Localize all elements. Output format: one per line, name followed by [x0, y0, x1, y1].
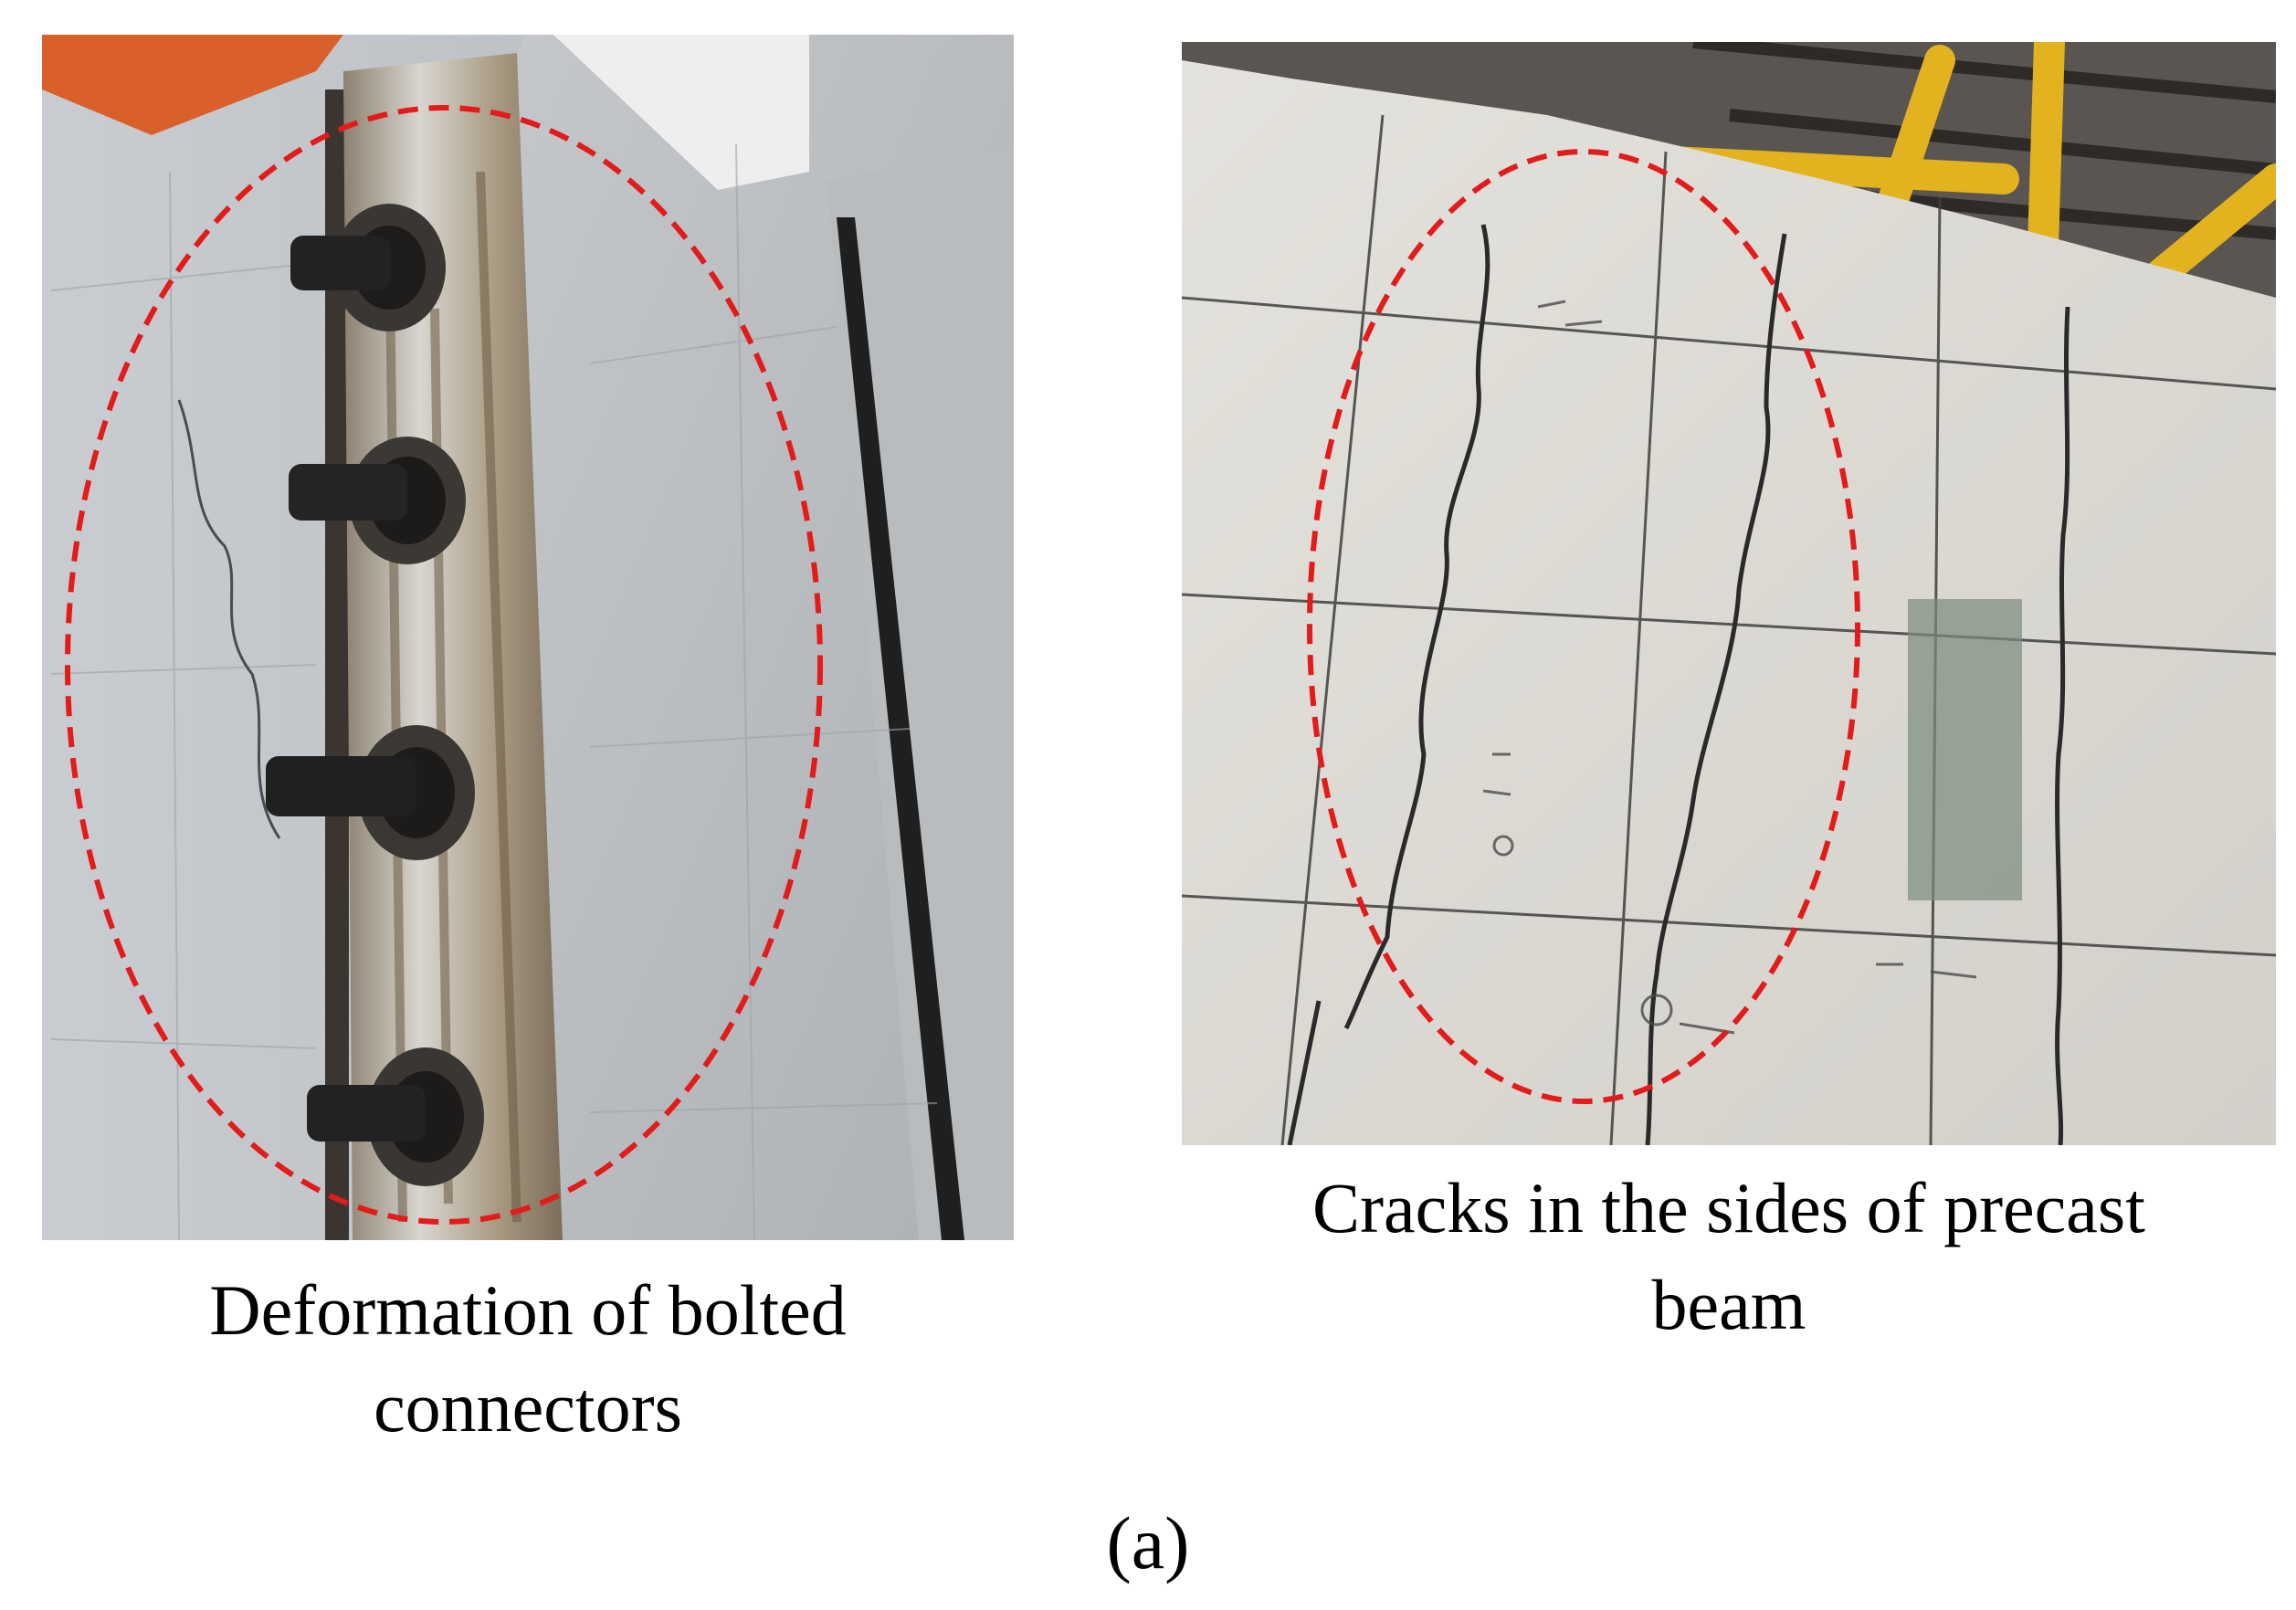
bolt-3 [266, 725, 475, 860]
caption-left: Deformation of bolted connectors [42, 1262, 1014, 1456]
caption-left-line2: connectors [374, 1367, 682, 1447]
precast-beam-cracks-photo [1182, 42, 2276, 1145]
figure-label: (a) [1106, 1501, 1190, 1584]
bolt-4 [307, 1047, 484, 1186]
grid-lines [1182, 114, 2276, 1145]
crack-lines [1287, 224, 2070, 1145]
formwork-orange [42, 35, 343, 135]
bolt-group [266, 204, 484, 1186]
bolt-1 [290, 204, 446, 331]
highlight-ellipse [65, 105, 823, 1225]
sensor-patch [1908, 599, 2022, 900]
caption-right: Cracks in the sides of precast beam [1182, 1160, 2276, 1353]
highlight-ellipse [1307, 149, 1860, 1104]
bolted-connector-photo [42, 35, 1014, 1240]
bolt-2 [289, 437, 466, 564]
caption-right-line1: Cracks in the sides of precast [1312, 1168, 2145, 1247]
caption-left-line1: Deformation of bolted [209, 1270, 847, 1350]
caption-right-line2: beam [1651, 1265, 1806, 1344]
